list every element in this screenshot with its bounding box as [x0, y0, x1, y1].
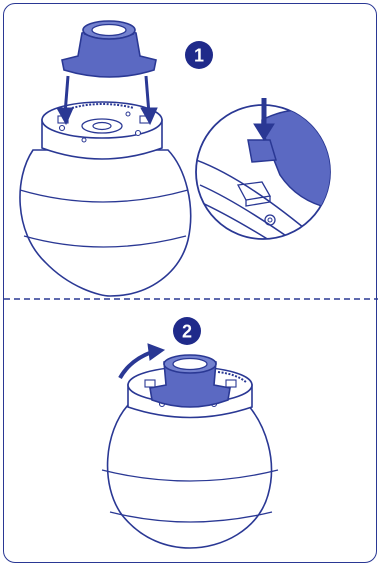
step1-mount-adapter: [62, 21, 156, 77]
step1-number: 1: [194, 46, 204, 66]
step2-panel: 2: [102, 317, 278, 548]
step1-zoom-detail: [196, 98, 340, 260]
step2-badge: 2: [173, 317, 201, 345]
step1-dome-housing: [20, 102, 191, 296]
step2-number: 2: [182, 322, 192, 342]
step1-panel: 1: [20, 21, 340, 296]
step1-badge: 1: [185, 41, 213, 69]
